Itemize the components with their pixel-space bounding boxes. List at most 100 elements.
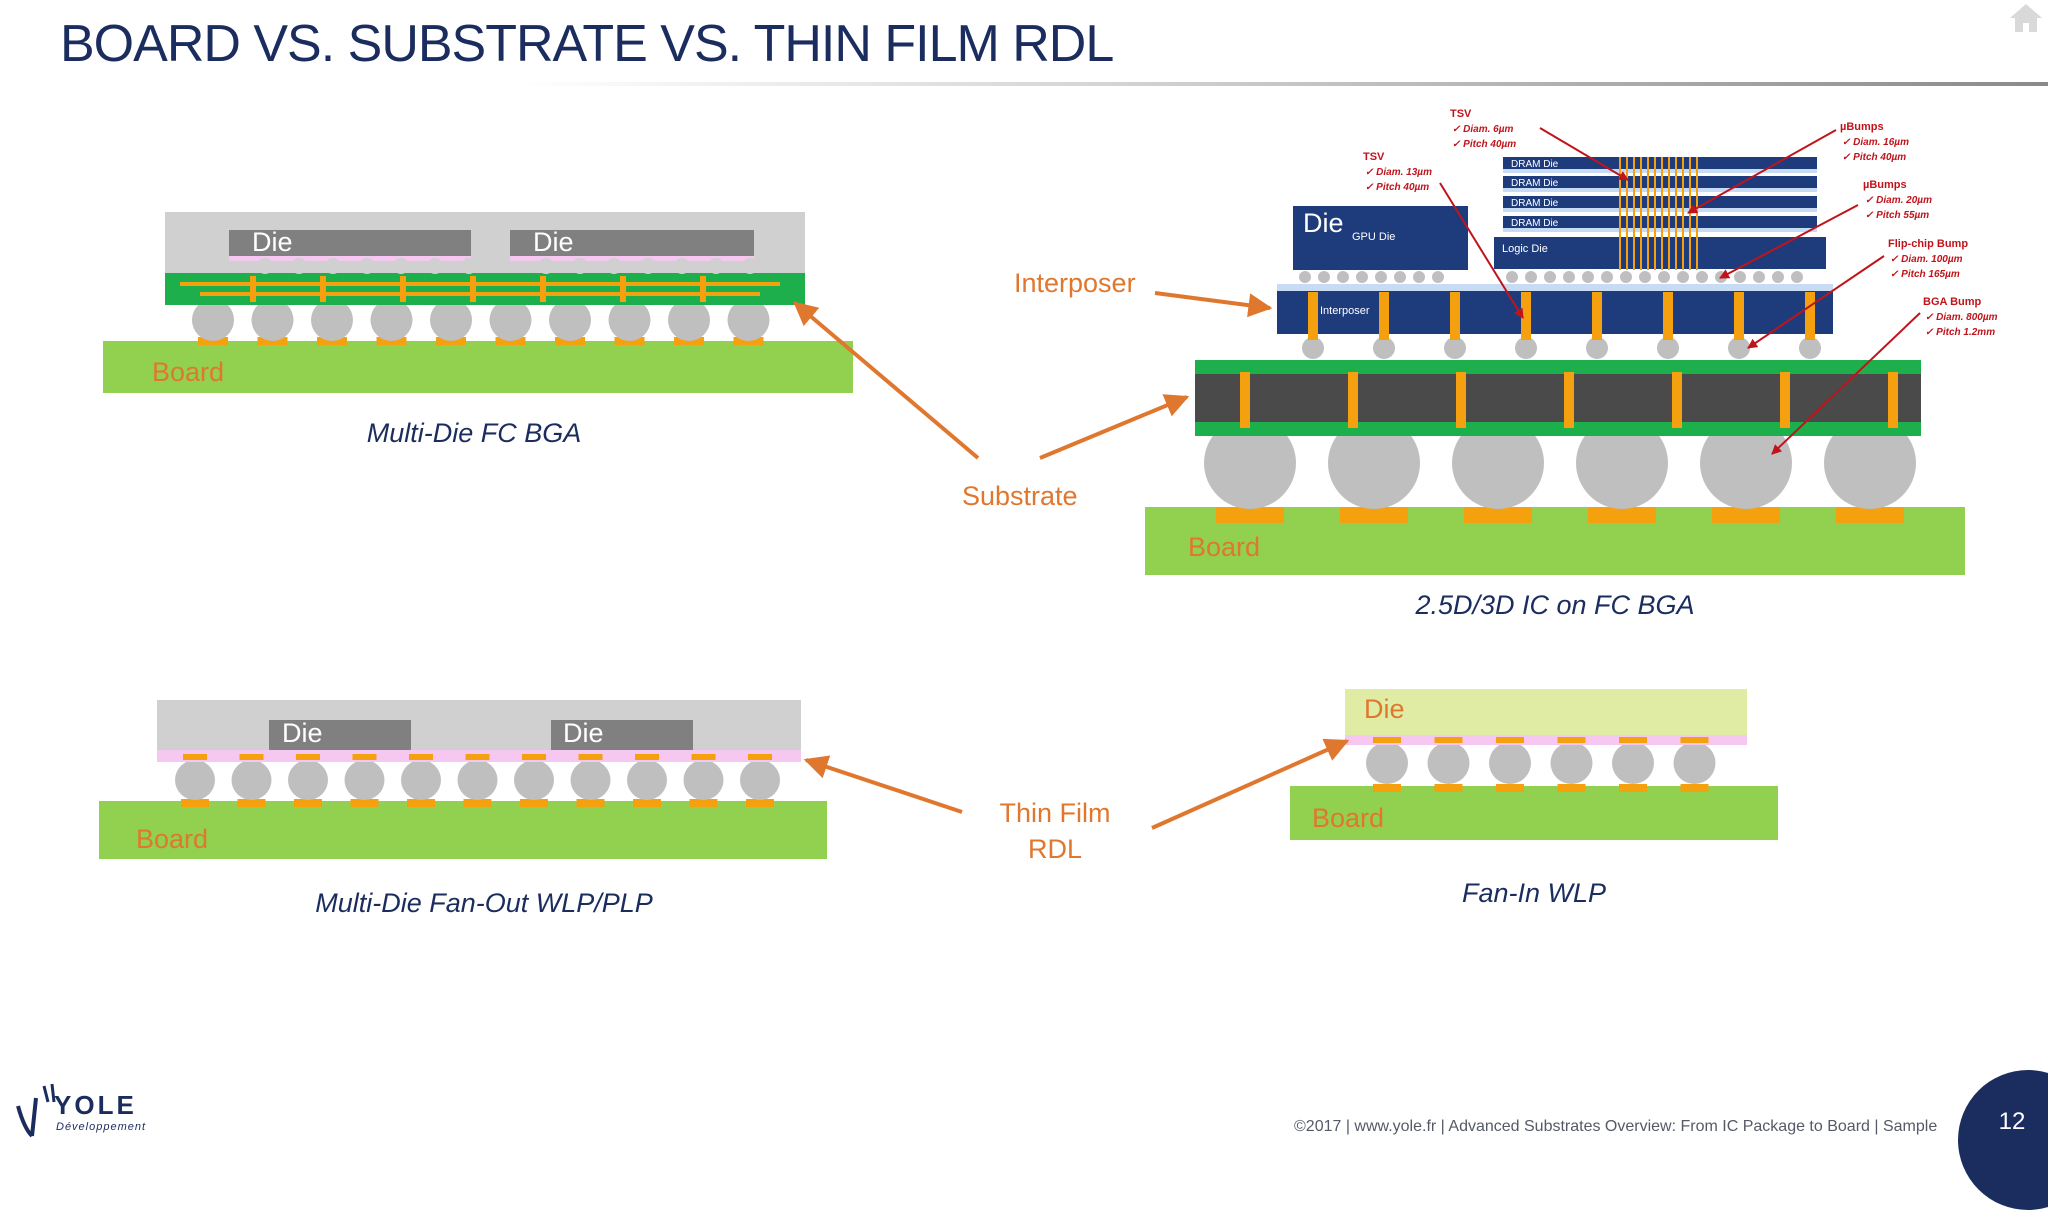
substrate-via	[1240, 372, 1250, 428]
micro-bump	[1734, 271, 1746, 283]
dram-tsvs	[1619, 157, 1698, 270]
micro-bump	[1394, 271, 1406, 283]
solder-ball	[549, 299, 591, 341]
substrate-traces	[180, 276, 780, 302]
solder-ball	[175, 760, 215, 800]
flip-chip-bump	[1728, 337, 1750, 359]
svg-text:✓ Pitch 1.2mm: ✓ Pitch 1.2mm	[1925, 327, 1995, 338]
interposer-tsv	[1805, 292, 1815, 340]
svg-text:✓ Diam. 6µm: ✓ Diam. 6µm	[1452, 124, 1514, 135]
bga-pad	[1340, 507, 1408, 523]
micro-bump	[606, 258, 622, 274]
bga-ball	[1700, 417, 1792, 509]
svg-text:Flip-chip Bump: Flip-chip Bump	[1888, 238, 1968, 250]
ball-pad	[181, 799, 209, 807]
micro-bump	[291, 258, 307, 274]
home-icon[interactable]	[2008, 2, 2044, 34]
svg-text:Développement: Développement	[56, 1121, 146, 1133]
solder-ball	[514, 760, 554, 800]
solder-ball	[608, 299, 651, 341]
solder-ball	[727, 299, 770, 341]
svg-text:✓ Pitch 55µm: ✓ Pitch 55µm	[1865, 210, 1929, 221]
micro-bump	[427, 258, 443, 274]
solder-ball	[288, 760, 328, 800]
solder-balls	[1366, 742, 1716, 784]
ball-pad	[350, 799, 379, 807]
ann-tsv-6: TSV ✓ Diam. 6µm ✓ Pitch 40µm	[1450, 108, 1629, 181]
micro-bump	[1620, 271, 1632, 283]
solder-ball	[457, 760, 498, 800]
solder-ball	[192, 299, 234, 341]
die	[1345, 689, 1747, 735]
rdl-bump	[1680, 737, 1709, 743]
die-2	[551, 720, 693, 750]
bga-pad	[1836, 507, 1904, 523]
micro-bump	[393, 258, 409, 274]
rdl-bump	[1557, 737, 1586, 743]
solder-ball	[740, 760, 780, 800]
bga-pads	[1216, 507, 1904, 523]
logic-die-label: Logic Die	[1502, 243, 1548, 255]
ball-pad	[689, 799, 718, 807]
micro-bump	[257, 258, 273, 274]
solder-ball	[370, 299, 413, 341]
rdl-traces	[183, 754, 772, 760]
gpu-die	[1293, 206, 1468, 270]
bga-ball	[1824, 417, 1916, 509]
solder-ball	[344, 760, 385, 800]
rdl-bumps	[1373, 737, 1709, 743]
caption-ic25d: 2.5D/3D IC on FC BGA	[1414, 590, 1694, 620]
ball-pad	[294, 799, 322, 807]
micro-bump	[325, 258, 341, 274]
micro-bump	[461, 258, 477, 274]
die-1	[229, 230, 471, 256]
die-1	[269, 720, 411, 750]
ball-pad	[1434, 784, 1463, 792]
die-label: Die	[1364, 694, 1405, 724]
caption-fiwlp: Fan-In WLP	[1462, 878, 1606, 908]
micro-bump	[1506, 271, 1518, 283]
substrate-core	[1195, 374, 1921, 422]
rdl-trace	[296, 754, 320, 760]
substrate-via	[1564, 372, 1574, 428]
ball-pad	[463, 799, 492, 807]
bga-balls	[192, 299, 770, 341]
micro-bump	[1753, 271, 1765, 283]
svg-text:Thin Film: Thin Film	[999, 798, 1110, 828]
ann-tsv-13: TSV ✓ Diam. 13µm ✓ Pitch 40µm	[1363, 151, 1524, 319]
gpu-die-big-label: Die	[1303, 208, 1344, 238]
micro-bump	[742, 258, 758, 274]
solder-ball	[430, 299, 472, 341]
bga-ball	[1576, 417, 1668, 509]
substrate-via	[1672, 372, 1682, 428]
ball-pad	[520, 799, 548, 807]
bga-pad	[1588, 507, 1656, 523]
interposer-microbumps	[1299, 271, 1803, 283]
ball-pad	[407, 799, 435, 807]
ball-pads	[1373, 784, 1709, 792]
interposer-tsvs	[1308, 292, 1815, 340]
rdl-bump	[1619, 737, 1647, 743]
ball-pad	[1557, 784, 1586, 792]
substrate-via	[1348, 372, 1358, 428]
solder-ball	[1489, 742, 1531, 784]
board	[103, 341, 853, 393]
svg-text:✓ Pitch 165µm: ✓ Pitch 165µm	[1890, 269, 1960, 280]
solder-ball	[231, 760, 272, 800]
ball-pad	[633, 799, 661, 807]
bga-ball	[1204, 417, 1296, 509]
solder-ball	[1427, 742, 1470, 784]
ann-ubump-16: µBumps ✓ Diam. 16µm ✓ Pitch 40µm	[1687, 121, 1909, 214]
solder-ball	[1612, 742, 1654, 784]
ball-pad	[746, 799, 774, 807]
micro-bump	[1375, 271, 1387, 283]
callout-thin-film-rdl: Thin Film RDL	[803, 738, 1350, 864]
interposer-tsv	[1663, 292, 1673, 340]
rdl-bump	[1434, 737, 1463, 743]
solder-ball	[668, 299, 710, 341]
board	[99, 801, 827, 859]
micro-bump	[1318, 271, 1330, 283]
ic25d-package: Board Interposer Die GPU Die Logic Die D…	[1145, 108, 1998, 620]
bga-ball	[1328, 417, 1420, 509]
svg-text:Interposer: Interposer	[1014, 268, 1136, 298]
